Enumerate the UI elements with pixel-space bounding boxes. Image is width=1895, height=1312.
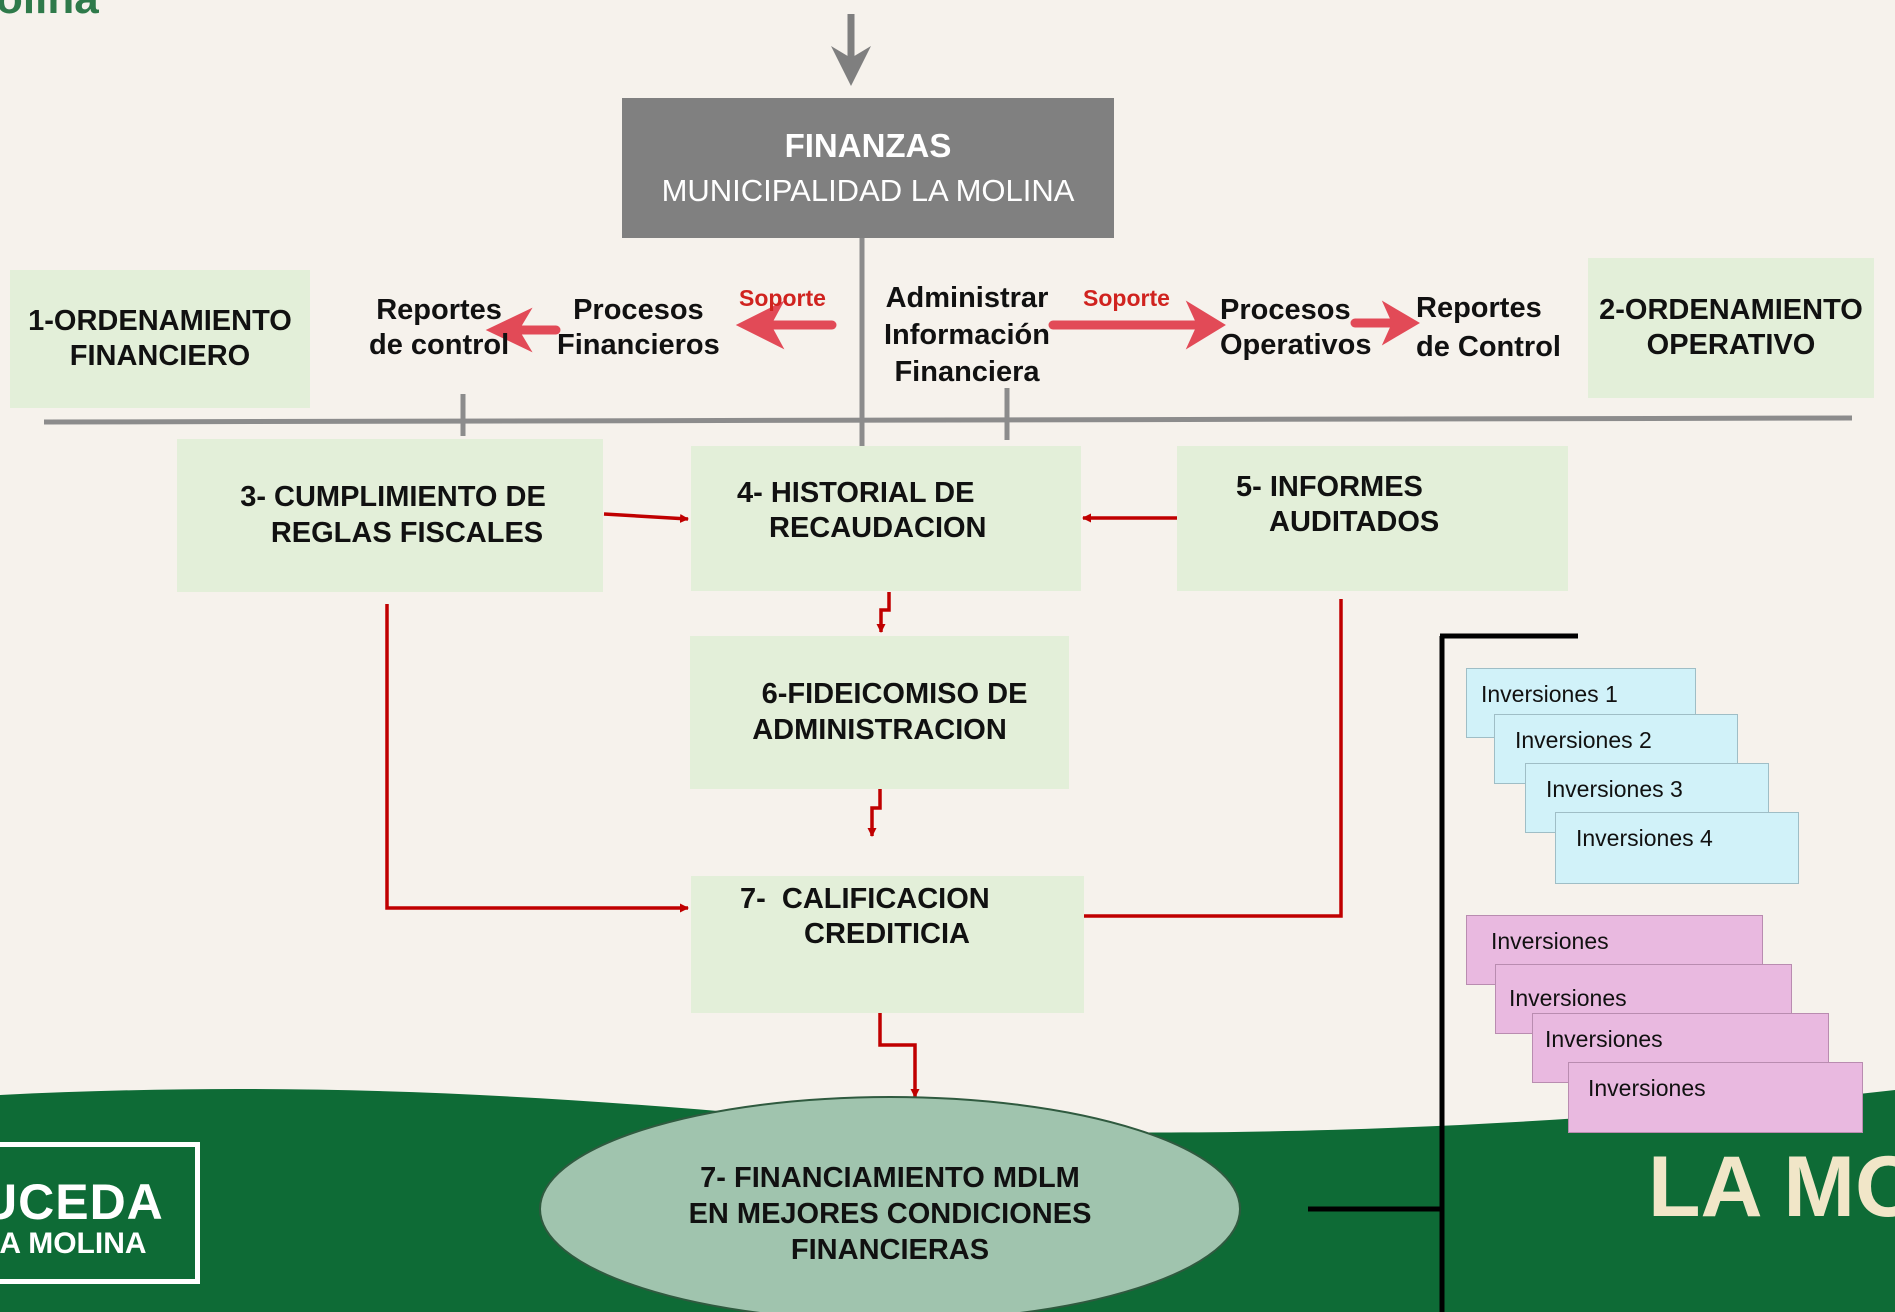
logo-left: UCEDA LA MOLINA — [0, 1142, 200, 1284]
box4-line1: 4- HISTORIAL DE — [737, 477, 975, 509]
logo-right: LA MO — [1648, 1139, 1895, 1235]
financiamiento-ellipse-shape — [539, 1096, 1241, 1312]
box5-line1: 5- INFORMES — [1236, 471, 1423, 503]
reportes-control-left-label: Reportes de control — [369, 293, 509, 364]
finanzas-subtitle: MUNICIPALIDAD LA MOLINA — [661, 173, 1075, 209]
inversiones-card: Inversiones — [1568, 1062, 1863, 1133]
financiamiento-ellipse-text: 7- FINANCIAMIENTO MDLM EN MEJORES CONDIC… — [600, 1156, 1180, 1272]
reportes-control-right-label: Reportes de Control — [1416, 289, 1561, 367]
administrar-line1: Administrar — [885, 282, 1049, 314]
reportes-control-left-line2: de control — [369, 329, 510, 362]
ordenamiento-operativo-line1: 2-ORDENAMIENTO — [1599, 293, 1863, 326]
administrar-line2: Información — [884, 319, 1050, 352]
soporte-left-label: Soporte — [739, 285, 826, 311]
historial-recaudacion-box: 4- HISTORIAL DE RECAUDACION — [691, 446, 1081, 591]
inversiones-card: Inversiones 4 — [1555, 812, 1799, 884]
procesos-financieros-label: Procesos Financieros — [557, 293, 720, 364]
ordenamiento-financiero-line1: 1-ORDENAMIENTO — [28, 304, 292, 337]
cumplimiento-reglas-fiscales-box: 3- CUMPLIMIENTO DE REGLAS FISCALES — [177, 439, 603, 592]
fideicomiso-administracion-box: 6-FIDEICOMISO DE ADMINISTRACION — [690, 636, 1069, 789]
ellipse-line2: EN MEJORES CONDICIONES — [688, 1197, 1092, 1230]
ordenamiento-operativo-line2: OPERATIVO — [1646, 329, 1816, 361]
box3-line2: REGLAS FISCALES — [270, 516, 544, 549]
logo-left-line2: LA MOLINA — [0, 1227, 147, 1260]
administrar-line3: Financiera — [894, 356, 1040, 389]
box4-line2: RECAUDACION — [769, 512, 987, 545]
reportes-control-left-line1: Reportes — [376, 294, 502, 326]
procesos-operativos-line2: Operativos — [1220, 329, 1372, 362]
procesos-operativos-label: Procesos Operativos — [1220, 293, 1372, 364]
page-title-partial: olina — [0, 0, 99, 24]
box3-line1: 3- CUMPLIMIENTO DE — [240, 481, 546, 514]
ordenamiento-financiero-box: 1-ORDENAMIENTO FINANCIERO — [10, 270, 310, 408]
box7-line1: 7- CALIFICACION — [740, 883, 990, 915]
procesos-financieros-line1: Procesos — [573, 294, 704, 326]
procesos-financieros-line2: Financieros — [557, 329, 720, 362]
procesos-operativos-line1: Procesos — [1220, 294, 1351, 326]
informes-auditados-box: 5- INFORMES AUDITADOS — [1177, 446, 1568, 591]
ordenamiento-financiero-line2: FINANCIERO — [69, 340, 251, 372]
ordenamiento-operativo-box: 2-ORDENAMIENTO OPERATIVO — [1588, 258, 1874, 398]
reportes-control-right-line2: de Control — [1416, 331, 1561, 364]
box7-line2: CREDITICIA — [804, 918, 970, 951]
ellipse-line1: 7- FINANCIAMIENTO MDLM — [700, 1161, 1080, 1194]
box6-line2: ADMINISTRACION — [752, 713, 1007, 746]
administrar-informacion-label: Administrar Información Financiera — [884, 280, 1050, 391]
reportes-control-right-line1: Reportes — [1416, 292, 1542, 324]
box6-line1: 6-FIDEICOMISO DE — [761, 678, 1028, 711]
soporte-right-label: Soporte — [1083, 285, 1170, 311]
calificacion-crediticia-box: 7- CALIFICACION CREDITICIA — [691, 876, 1084, 1013]
finanzas-title: FINANZAS — [784, 126, 952, 164]
finanzas-box: FINANZAS MUNICIPALIDAD LA MOLINA — [622, 98, 1114, 238]
box5-line2: AUDITADOS — [1269, 506, 1440, 539]
logo-left-line1: UCEDA — [0, 1174, 164, 1230]
ellipse-line3: FINANCIERAS — [790, 1234, 990, 1267]
